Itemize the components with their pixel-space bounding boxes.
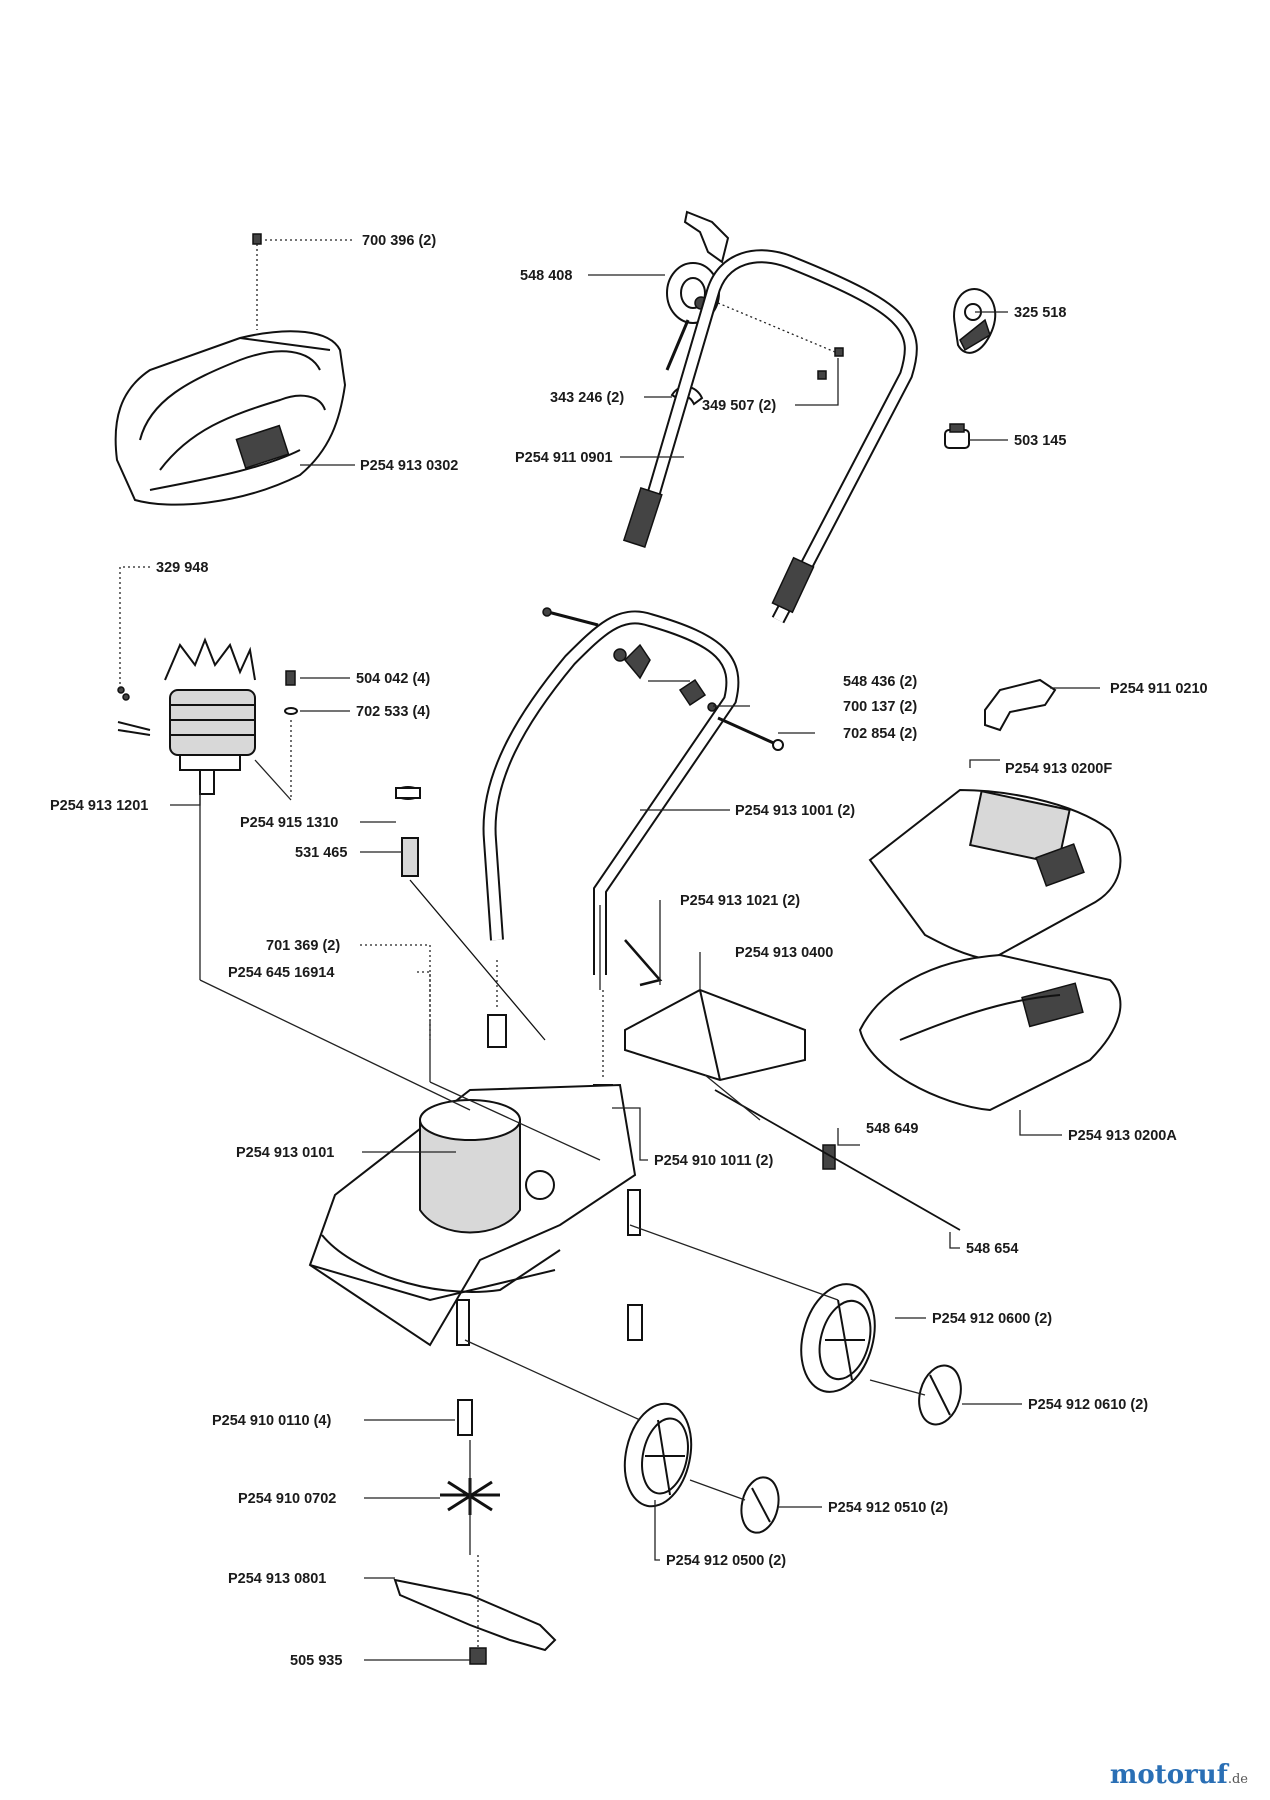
part-label: 329 948 bbox=[156, 560, 208, 576]
handle-knobs-part bbox=[542, 607, 784, 751]
screw-700396 bbox=[252, 233, 262, 330]
cable-guide-part bbox=[665, 210, 730, 371]
part-label: P254 911 0210 bbox=[1110, 681, 1208, 697]
part-label: P254 913 0801 bbox=[228, 1571, 326, 1587]
deflector-part bbox=[624, 988, 806, 1082]
grassbox-bottom-part bbox=[858, 953, 1122, 1112]
part-label: P254 910 0702 bbox=[238, 1491, 336, 1507]
grassbox-top-part bbox=[868, 788, 1122, 962]
part-label: P254 913 0302 bbox=[360, 458, 458, 474]
construction-lines bbox=[199, 759, 926, 1555]
part-label: 325 518 bbox=[1014, 305, 1066, 321]
part-label: 503 145 bbox=[1014, 433, 1066, 449]
part-label: 702 854 (2) bbox=[843, 726, 917, 742]
part-label: 505 935 bbox=[290, 1653, 342, 1669]
height-plate-part bbox=[457, 1399, 473, 1436]
part-label: P254 910 0110 (4) bbox=[212, 1413, 331, 1429]
front-hubcap-part bbox=[740, 1476, 780, 1534]
part-label: 700 137 (2) bbox=[843, 699, 917, 715]
part-label: P254 915 1310 bbox=[240, 815, 338, 831]
motor-part bbox=[117, 637, 256, 795]
axle-part bbox=[714, 1089, 961, 1231]
part-label: 548 408 bbox=[520, 268, 572, 284]
part-label: 349 507 (2) bbox=[702, 398, 776, 414]
height-knob-part bbox=[395, 786, 546, 1041]
upper-handle-part bbox=[622, 249, 918, 624]
part-label: 343 246 (2) bbox=[550, 390, 624, 406]
height-plate-part bbox=[627, 1304, 643, 1341]
part-label: 700 396 (2) bbox=[362, 233, 436, 249]
rear-hubcap-part bbox=[918, 1364, 962, 1426]
screw-washer-part bbox=[284, 670, 298, 800]
part-label: P254 912 0600 (2) bbox=[932, 1311, 1052, 1327]
screws-349507 bbox=[717, 302, 844, 380]
part-label: P254 913 0400 bbox=[735, 945, 833, 961]
part-label: 701 369 (2) bbox=[266, 938, 340, 954]
part-label: P254 912 0500 (2) bbox=[666, 1553, 786, 1569]
part-label: P254 912 0510 (2) bbox=[828, 1500, 948, 1516]
front-wheel-part bbox=[623, 1402, 693, 1508]
part-label: P254 912 0610 (2) bbox=[1028, 1397, 1148, 1413]
part-label: 504 042 (4) bbox=[356, 671, 430, 687]
part-labels: 700 396 (2) P254 913 0302 548 408 343 24… bbox=[50, 233, 1208, 1669]
part-label: P254 911 0901 bbox=[515, 450, 613, 466]
part-label: P254 645 16914 bbox=[228, 965, 334, 981]
part-label: P254 910 1011 (2) bbox=[654, 1153, 773, 1169]
part-label: P254 913 1201 bbox=[50, 798, 148, 814]
part-label: P254 913 1001 (2) bbox=[735, 803, 855, 819]
part-label: 702 533 (4) bbox=[356, 704, 430, 720]
motor-cover-part bbox=[114, 330, 347, 506]
part-label: 548 649 bbox=[866, 1121, 918, 1137]
part-label: 531 465 bbox=[295, 845, 347, 861]
part-label: P254 913 0101 bbox=[236, 1145, 334, 1161]
part-label: P254 913 0200A bbox=[1068, 1128, 1177, 1144]
part-label: 548 654 bbox=[966, 1241, 1018, 1257]
part-label: P254 913 0200F bbox=[1005, 761, 1112, 777]
brand-logo: motoruf.de bbox=[1109, 1760, 1248, 1790]
blade-part bbox=[393, 1555, 557, 1665]
deck-part bbox=[308, 1083, 641, 1347]
part-label: P254 913 1021 (2) bbox=[680, 893, 800, 909]
part-label: 548 436 (2) bbox=[843, 674, 917, 690]
clamp-part bbox=[944, 423, 970, 449]
lever-part bbox=[953, 288, 997, 354]
spring-part bbox=[624, 939, 663, 987]
rear-wheel-part bbox=[800, 1283, 876, 1393]
leader-lines bbox=[119, 239, 1100, 1661]
carry-handle-part bbox=[984, 678, 1057, 732]
